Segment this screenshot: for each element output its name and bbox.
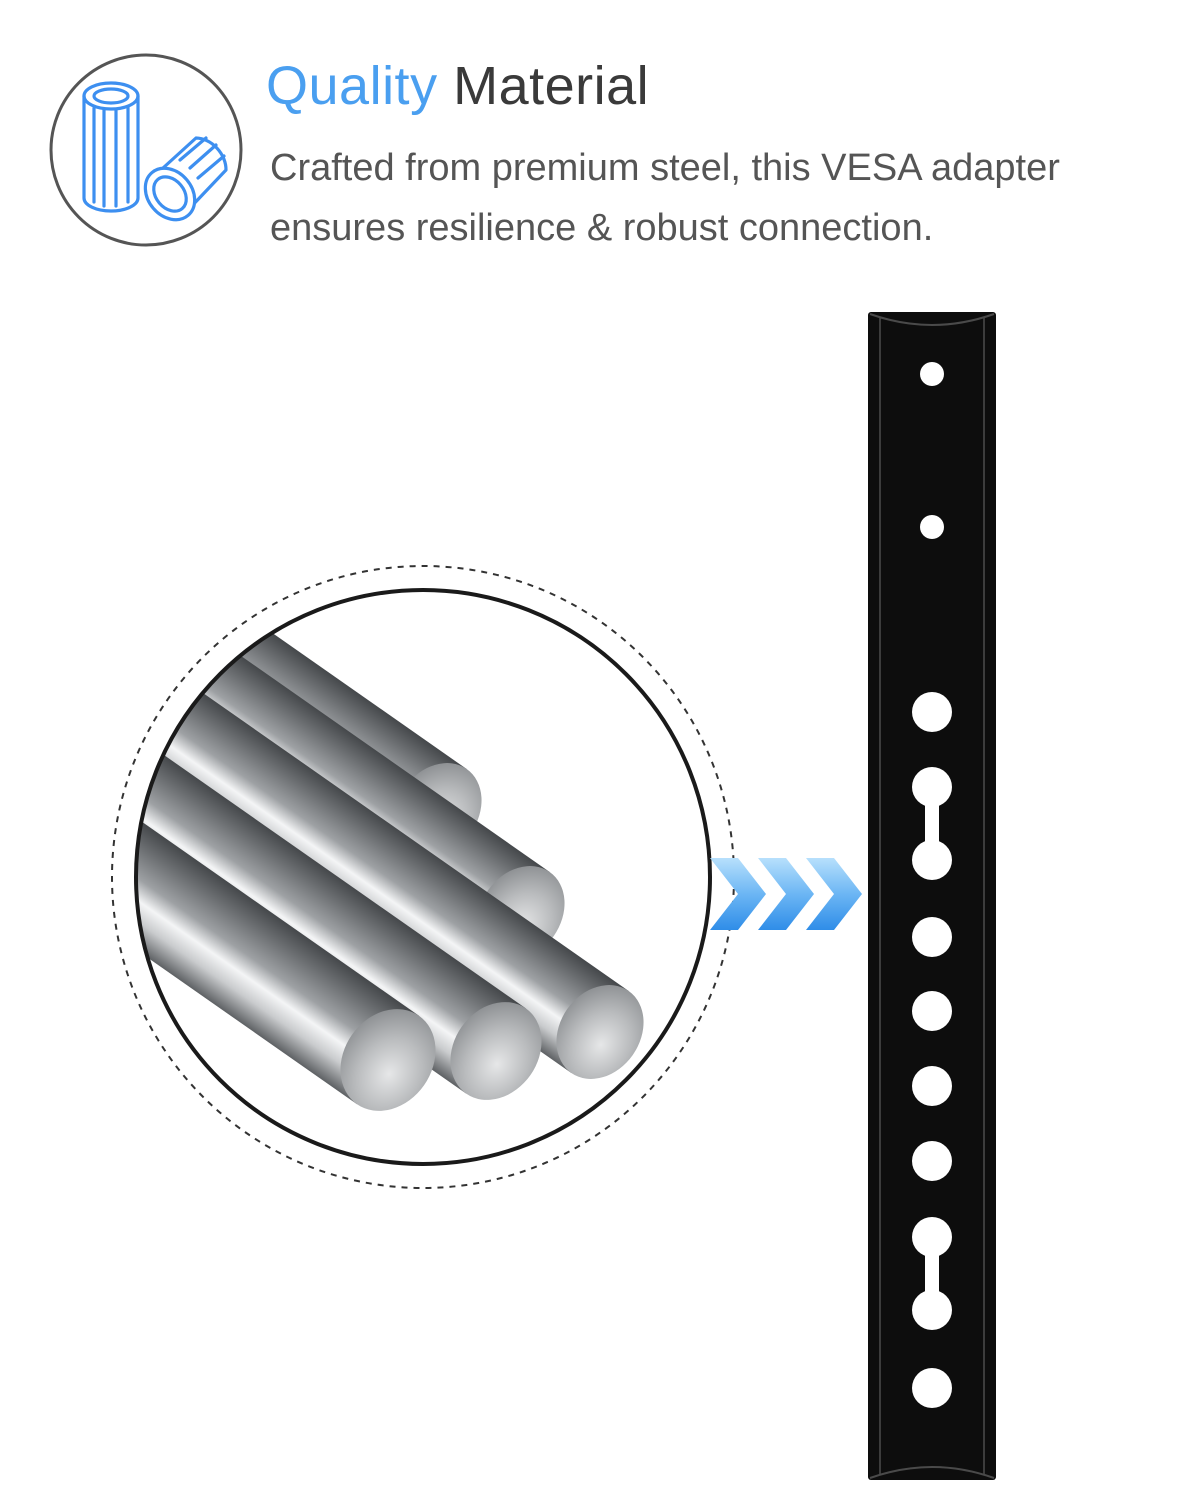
description-line-1: Crafted from premium steel, this VESA ad… [270,147,1060,189]
vesa-adapter-bracket-bar [868,312,996,1480]
steel-rods-closeup [111,565,735,1189]
headline: Quality Material [266,54,649,118]
headline-rest: Material [453,56,650,116]
description: Crafted from premium steel, this VESA ad… [270,138,1170,258]
description-line-2: ensures resilience & robust connection. [270,207,934,249]
triple-chevron-right-icon [710,858,862,930]
headline-accent: Quality [266,56,438,116]
steel-tube-icon [49,53,243,247]
